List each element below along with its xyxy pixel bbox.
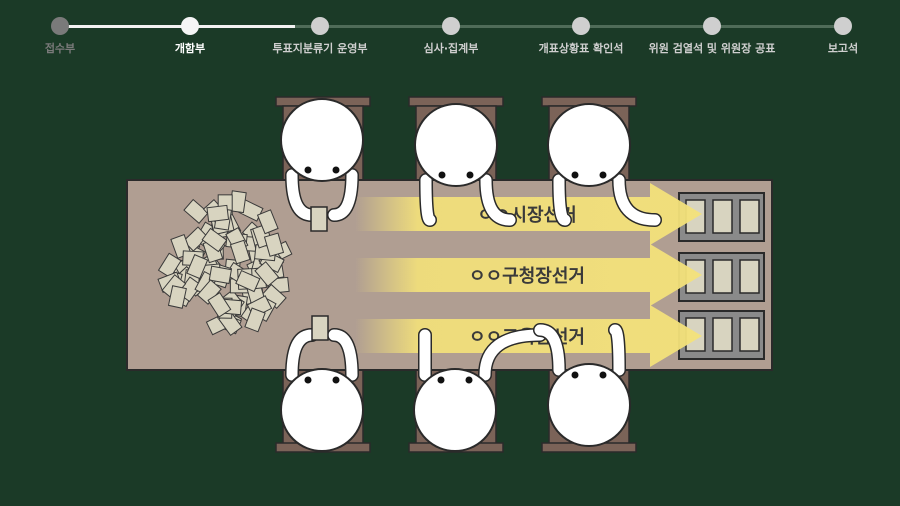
- ballot-paper: [244, 307, 266, 333]
- tray-slot: [739, 199, 760, 234]
- ballot-paper: [167, 285, 187, 309]
- ballot-paper: [206, 204, 230, 223]
- ballot-paper: [229, 239, 251, 265]
- head: [547, 363, 631, 447]
- step-label: 심사·집계부: [423, 42, 479, 55]
- step-dot[interactable]: [572, 17, 590, 35]
- step-dot[interactable]: [181, 17, 199, 35]
- worker-top-3: [547, 103, 662, 227]
- eye: [438, 171, 446, 179]
- step-dot[interactable]: [834, 17, 852, 35]
- tray-slot: [712, 199, 733, 234]
- eye: [332, 166, 340, 174]
- head: [414, 103, 498, 187]
- step-dot[interactable]: [51, 17, 69, 35]
- step-label: 개표상황표 확인석: [538, 42, 624, 55]
- ballot-paper: [183, 198, 209, 224]
- ballot-in-hand: [310, 206, 328, 232]
- eye: [437, 376, 445, 384]
- step-label: 보고석: [827, 42, 859, 55]
- tray-slot: [739, 259, 760, 294]
- head: [280, 98, 364, 182]
- eye: [599, 171, 607, 179]
- step-label: 투표지분류기 운영부: [272, 42, 368, 55]
- worker-bottom-3: [533, 323, 631, 447]
- ballot-paper: [256, 209, 279, 235]
- eye: [571, 371, 579, 379]
- tray-slot: [712, 317, 733, 352]
- step-label: 개함부: [174, 42, 206, 55]
- process-stepper: 접수부 개함부 투표지분류기 운영부 심사·집계부 개표상황표 확인석 위원 검열석 및 …: [0, 0, 900, 70]
- eye: [304, 376, 312, 384]
- ballot-paper: [207, 291, 232, 318]
- ballot-paper: [254, 261, 280, 287]
- eye: [304, 166, 312, 174]
- eye: [571, 171, 579, 179]
- step-dot[interactable]: [311, 17, 329, 35]
- ballot-paper: [201, 227, 228, 253]
- tray-slot: [712, 259, 733, 294]
- step-label: 접수부: [44, 42, 76, 55]
- tray-slot: [739, 317, 760, 352]
- step-label: 위원 검열석 및 위원장 공표: [648, 42, 776, 55]
- head: [547, 103, 631, 187]
- step-dot[interactable]: [703, 17, 721, 35]
- eye: [599, 371, 607, 379]
- worker-bottom-2: [413, 328, 547, 452]
- step-dot[interactable]: [442, 17, 460, 35]
- head: [413, 368, 497, 452]
- ballot-in-hand: [311, 315, 329, 341]
- ballot-paper: [208, 265, 232, 285]
- worker-bottom-1: [280, 328, 364, 452]
- ballot-paper: [263, 232, 285, 257]
- head: [280, 368, 364, 452]
- ballot-paper: [235, 269, 261, 293]
- eye: [465, 376, 473, 384]
- eye: [332, 376, 340, 384]
- ballot-paper: [157, 252, 182, 279]
- eye: [466, 171, 474, 179]
- worker-top-2: [414, 103, 517, 227]
- ballot-pile: [157, 190, 293, 337]
- election-label: ㅇㅇ구청장선거: [469, 266, 585, 287]
- flow-arrow: [355, 244, 702, 306]
- worker-top-1: [280, 98, 364, 222]
- ballot-paper: [186, 254, 209, 280]
- stepper-progress: [60, 25, 295, 28]
